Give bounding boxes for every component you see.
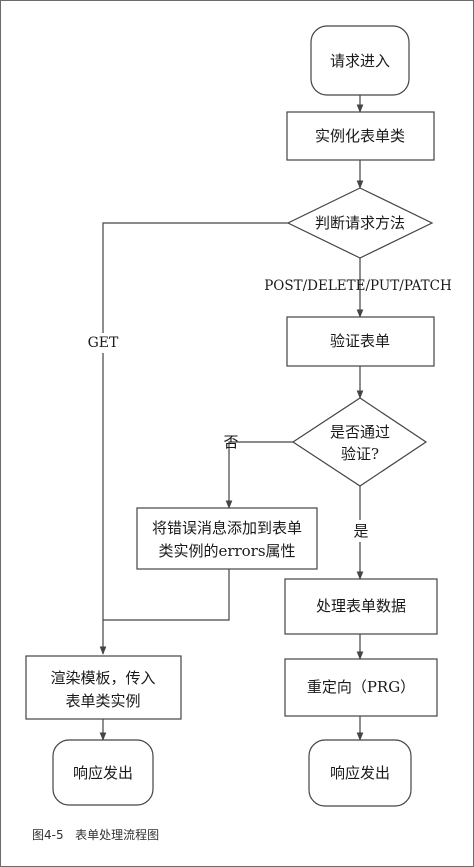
edge-label-no: 否 (223, 433, 238, 451)
response-left-label: 响应发出 (73, 764, 133, 782)
edge-label-get-bg (84, 333, 123, 353)
edge-errors-to-render (103, 569, 230, 621)
render-template-line2: 表单类实例 (65, 692, 140, 710)
edge-label-post: POST/DELETE/PUT/PATCH (264, 278, 452, 294)
render-template-line1: 渲染模板，传入 (50, 669, 155, 687)
add-errors-node: 将错误消息添加到表单 类实例的errors属性 (136, 507, 318, 570)
check-method-label: 判断请求方法 (315, 214, 405, 232)
redirect-label: 重定向（PRG） (307, 678, 415, 696)
redirect-node: 重定向（PRG） (284, 658, 438, 717)
start-node: 请求进入 (310, 25, 410, 96)
figure-number: 图4-5 (32, 828, 64, 842)
edge-method-get-to-render (99, 222, 290, 655)
figure-caption: 图4-5 表单处理流程图 (32, 826, 159, 843)
validate-form-node: 验证表单 (286, 316, 435, 367)
start-node-label: 请求进入 (330, 52, 390, 70)
passed-validation-decision: 是否通过 验证? (291, 397, 428, 487)
process-form-label: 处理表单数据 (316, 597, 406, 615)
edge-label-get: GET (88, 335, 119, 351)
process-form-node: 处理表单数据 (284, 578, 438, 635)
response-right-label: 响应发出 (330, 764, 390, 782)
edges (99, 95, 364, 741)
edge-label-yes-bg (350, 520, 372, 542)
check-method-decision: 判断请求方法 (286, 187, 434, 259)
validate-form-label: 验证表单 (330, 332, 390, 350)
response-right-node: 响应发出 (308, 739, 412, 807)
edge-decision-no-to-errors (225, 441, 293, 509)
instantiate-form-node: 实例化表单类 (286, 111, 435, 161)
figure-title: 表单处理流程图 (75, 828, 160, 842)
add-errors-line2: 类实例的errors属性 (158, 542, 295, 560)
edge-label-yes: 是 (353, 522, 368, 540)
render-template-node: 渲染模板，传入 表单类实例 (25, 655, 182, 720)
passed-validation-line1: 是否通过 (330, 423, 390, 441)
response-left-node: 响应发出 (52, 739, 154, 806)
passed-validation-line2: 验证? (341, 445, 379, 463)
instantiate-form-label: 实例化表单类 (315, 127, 405, 145)
add-errors-line1: 将错误消息添加到表单 (152, 519, 302, 537)
